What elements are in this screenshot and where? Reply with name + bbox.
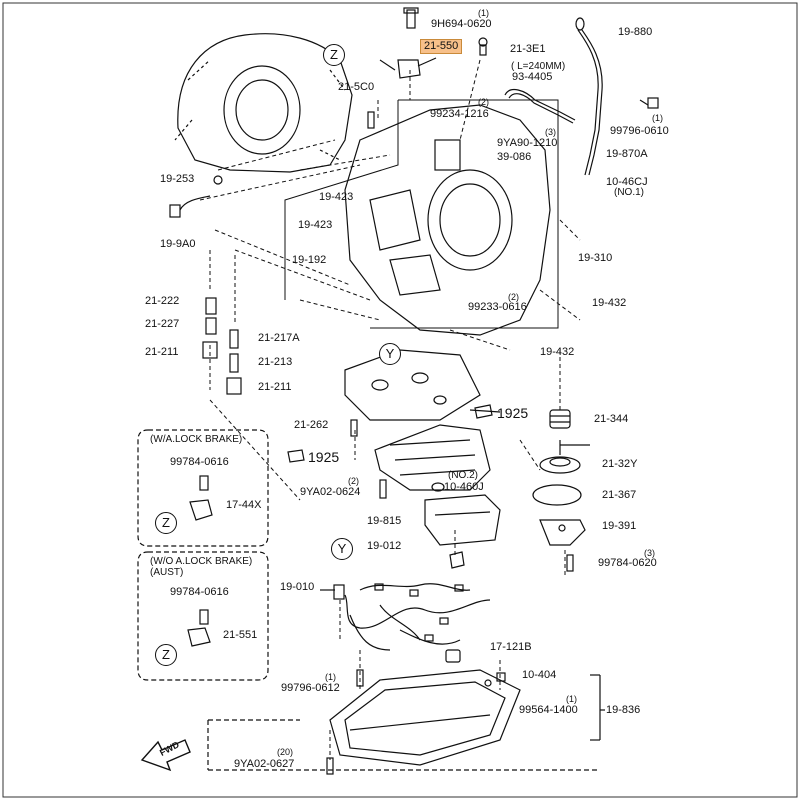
case-boundary-box xyxy=(370,99,559,329)
part-9h694: 9H694-0620 xyxy=(431,18,492,30)
callout-y-main: Y xyxy=(379,343,401,365)
part-21-213: 21-213 xyxy=(258,356,293,368)
part-19-9a0: 19-9A0 xyxy=(160,238,196,250)
note-no1: (NO.1) xyxy=(614,187,644,198)
qty-99784-0620: (3) xyxy=(644,548,655,558)
part-21-227: 21-227 xyxy=(145,318,180,330)
part-99796-0612: 99796-0612 xyxy=(281,682,340,694)
part-19-253: 19-253 xyxy=(160,173,195,185)
part-19-310: 19-310 xyxy=(578,252,613,264)
case-outline xyxy=(344,104,551,336)
part-93-4405: 93-4405 xyxy=(512,71,553,83)
part-21-211-right: 21-211 xyxy=(258,381,292,393)
sensor-harness xyxy=(179,195,211,211)
part-21-344: 21-344 xyxy=(594,413,629,425)
oil-pan xyxy=(329,669,521,766)
part-21-32y: 21-32Y xyxy=(602,458,638,470)
part-21-262: 21-262 xyxy=(294,419,329,431)
qty-99564: (1) xyxy=(566,694,577,704)
part-17-44x: 17-44X xyxy=(226,499,262,511)
part-1925-lower: 1925 xyxy=(308,449,340,465)
part-99234-1216: 99234-1216 xyxy=(430,108,489,120)
part-10-460j: 10-460J xyxy=(444,481,484,493)
no-lock-brake-box xyxy=(137,551,269,681)
temperature-sensor xyxy=(449,551,465,569)
part-19-815: 19-815 xyxy=(367,515,402,527)
part-19-836: 19-836 xyxy=(606,704,641,716)
qty-9h694: (1) xyxy=(478,8,489,18)
part-19-423-upper: 19-423 xyxy=(319,191,354,203)
box1-title: (W/A.LOCK BRAKE) xyxy=(150,434,243,445)
part-99784-0620: 99784-0620 xyxy=(598,557,657,569)
part-19-423-lower: 19-423 xyxy=(298,219,333,231)
part-10-404: 10-404 xyxy=(522,669,557,681)
qty-9ya02-0624: (2) xyxy=(348,476,359,486)
callout-z-box1: Z xyxy=(155,512,177,534)
box2-title-line2: (AUST) xyxy=(150,567,184,578)
part-9ya02-0627: 9YA02-0627 xyxy=(234,758,295,770)
gasket-plate xyxy=(539,519,586,546)
part-21-367: 21-367 xyxy=(602,489,637,501)
part-21-217a: 21-217A xyxy=(258,332,300,344)
part-19-192: 19-192 xyxy=(292,254,327,266)
qty-99234: (2) xyxy=(478,97,489,107)
bellhousing-outline xyxy=(177,33,353,173)
part-10-46cj: 10-46CJ xyxy=(606,176,648,188)
part-39-086: 39-086 xyxy=(497,151,532,163)
part-19-010: 19-010 xyxy=(280,581,315,593)
part-9ya90-1210: 9YA90-1210 xyxy=(497,137,558,149)
qty-99796-0612: (1) xyxy=(325,672,336,682)
part-21-551: 21-551 xyxy=(223,629,258,641)
part-21-3e1: 21-3E1 xyxy=(510,43,546,55)
callout-z-main: Z xyxy=(323,44,345,66)
part-99796-0610: 99796-0610 xyxy=(610,125,669,137)
part-21-211-left: 21-211 xyxy=(145,346,179,358)
part-19-870a: 19-870A xyxy=(606,148,648,160)
separator-plate xyxy=(344,349,481,421)
callout-z-box2: Z xyxy=(155,644,177,666)
note-length: ( L=240MM) xyxy=(511,61,566,72)
fwd-arrow xyxy=(140,739,191,772)
part-19-432-right: 19-432 xyxy=(592,297,627,309)
part-1925-upper: 1925 xyxy=(497,405,529,421)
part-19-880: 19-880 xyxy=(618,26,653,38)
part-21-222: 21-222 xyxy=(145,295,180,307)
part-19-391: 19-391 xyxy=(602,520,637,532)
part-21-550-highlighted[interactable]: 21-550 xyxy=(420,39,463,54)
part-99784-0616-box1: 99784-0616 xyxy=(170,456,229,468)
part-99784-0616-box2: 99784-0616 xyxy=(170,586,229,598)
valve-body xyxy=(374,424,491,491)
case-bore xyxy=(427,169,513,271)
part-9ya02-0624: 9YA02-0624 xyxy=(300,486,361,498)
part-19-432-lower: 19-432 xyxy=(540,346,575,358)
part-19-012: 19-012 xyxy=(367,540,402,552)
qty-9ya02-0627: (20) xyxy=(277,747,294,757)
callout-y-harness: Y xyxy=(331,538,353,560)
box2-title-line1: (W/O A.LOCK BRAKE) xyxy=(150,556,253,567)
qty-99233: (2) xyxy=(508,292,519,302)
note-no2: (NO.2) xyxy=(448,470,478,481)
part-99233-0616: 99233-0616 xyxy=(468,301,527,313)
qty-9ya90: (3) xyxy=(545,127,556,137)
breather-hose xyxy=(504,88,576,121)
part-99564-1400: 99564-1400 xyxy=(519,704,578,716)
wiring-harness xyxy=(344,583,491,651)
part-21-5c0: 21-5C0 xyxy=(338,81,375,93)
qty-99796-0610: (1) xyxy=(652,113,663,123)
lock-brake-box xyxy=(137,429,269,547)
speed-sensor xyxy=(397,59,421,79)
dipstick-tube xyxy=(577,29,599,176)
part-17-121b: 17-121B xyxy=(490,641,532,653)
bellhousing-bore xyxy=(223,65,301,155)
oil-strainer xyxy=(424,494,501,546)
